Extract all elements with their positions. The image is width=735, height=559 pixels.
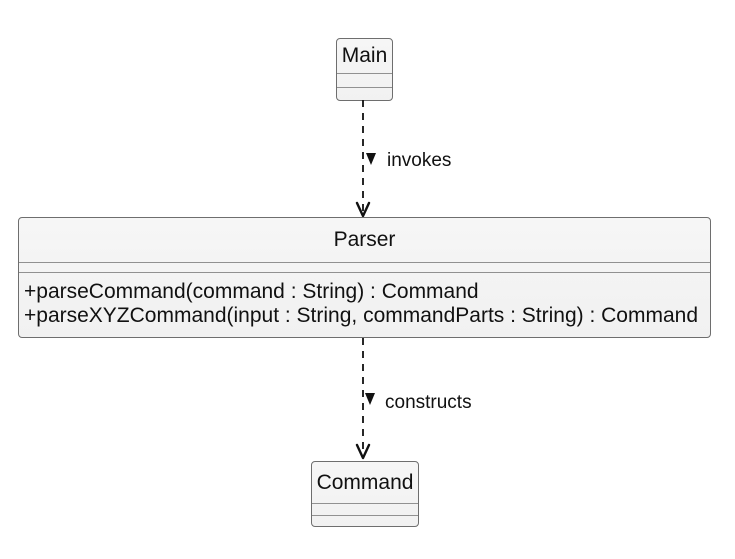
class-name-main: Main	[341, 44, 388, 67]
dependency-edge-constructs	[355, 338, 375, 460]
operations-compartment-command	[312, 515, 418, 526]
dependency-edge-invokes	[355, 100, 376, 218]
class-box-command: Command	[311, 461, 419, 527]
edge-label-invokes: invokes	[387, 150, 452, 171]
class-name-command: Command	[316, 470, 414, 494]
class-box-parser: Parser +parseCommand(command : String) :…	[18, 217, 711, 338]
open-arrowhead-icon	[355, 443, 371, 460]
method-parse-xyz-command: +parseXYZCommand(input : String, command…	[24, 304, 699, 327]
label-direction-triangle-icon	[366, 153, 376, 165]
operations-compartment-parser: +parseCommand(command : String) : Comman…	[19, 272, 710, 337]
operations-compartment-main	[337, 87, 392, 100]
edge-label-constructs: constructs	[385, 392, 472, 413]
attributes-compartment-parser	[19, 262, 710, 272]
attributes-compartment-main	[337, 73, 392, 87]
attributes-compartment-command	[312, 503, 418, 515]
label-direction-triangle-icon	[365, 393, 375, 405]
open-arrowhead-icon	[355, 201, 371, 218]
method-parse-command: +parseCommand(command : String) : Comman…	[24, 280, 479, 303]
class-name-parser: Parser	[333, 228, 396, 251]
class-box-main: Main	[336, 38, 393, 101]
